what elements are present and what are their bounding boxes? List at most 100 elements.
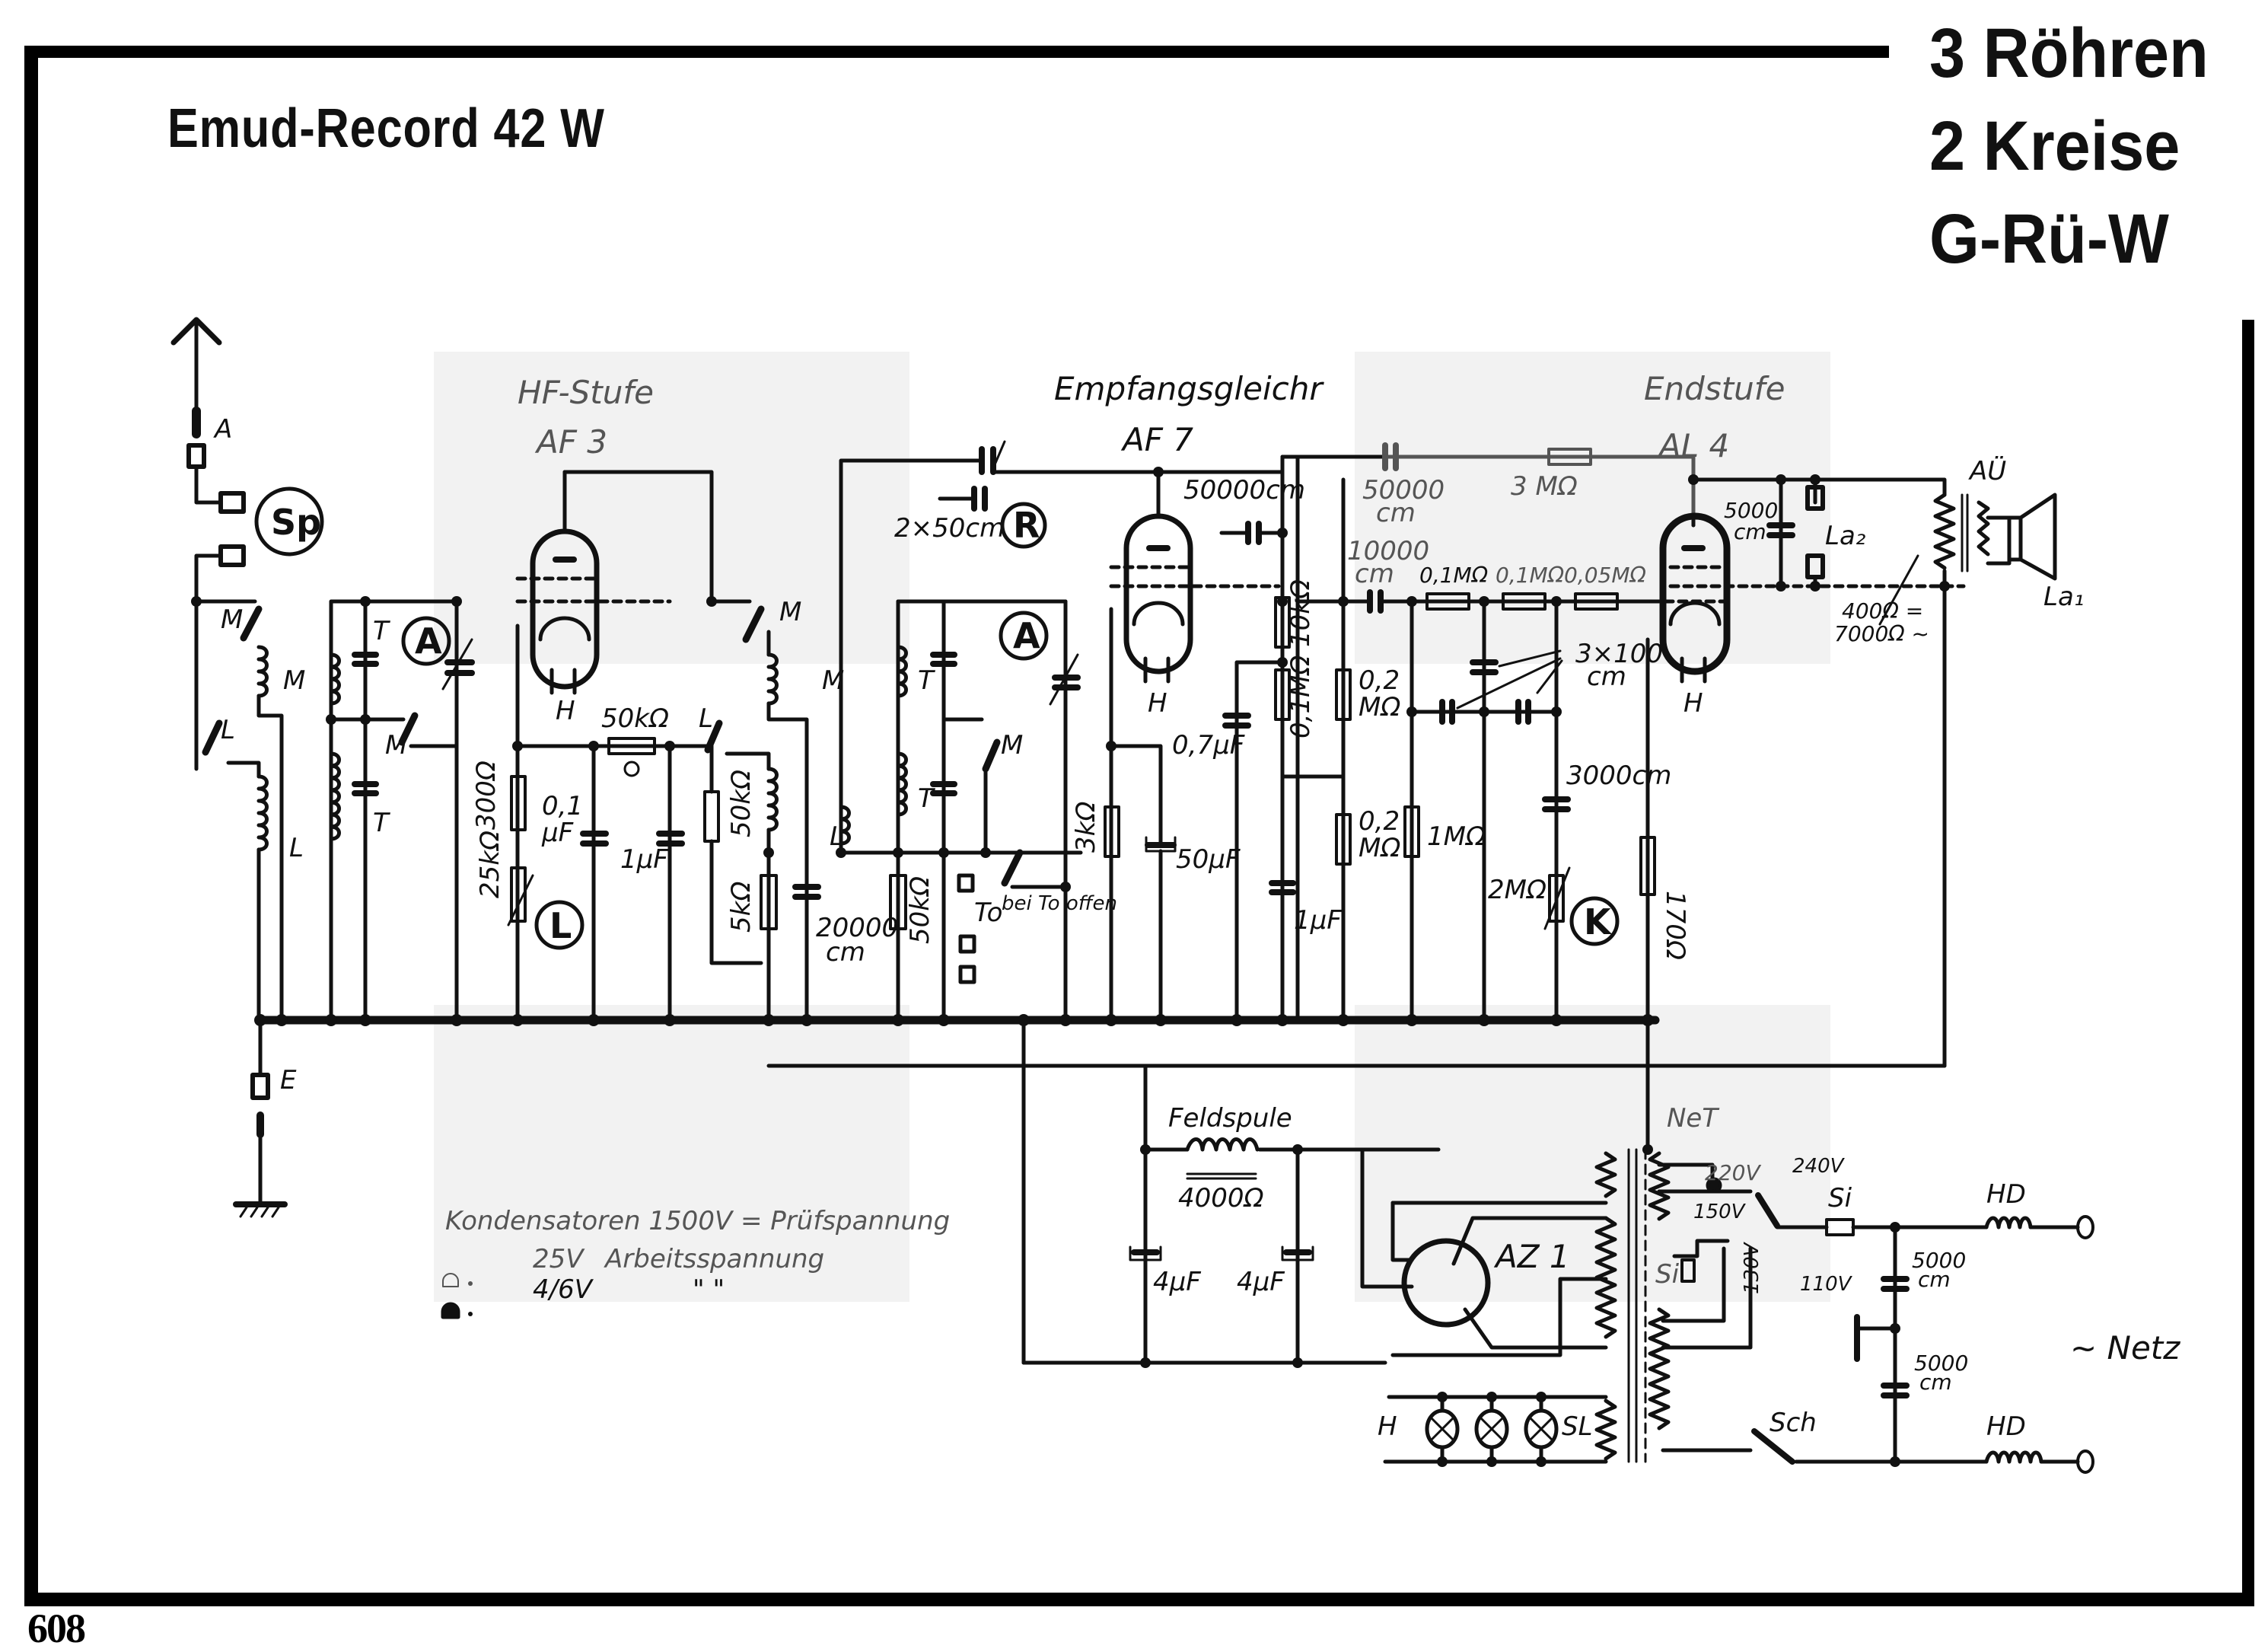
control-a2-label: A xyxy=(1013,615,1040,656)
control-a2-circle xyxy=(999,611,1049,661)
c-4uf-b-label: 4μF xyxy=(1237,1267,1285,1297)
c-10000-unit: cm xyxy=(1355,559,1394,589)
c-5000-b-unit: cm xyxy=(1919,1370,1952,1395)
r-005m-label: 0,05MΩ xyxy=(1564,563,1647,588)
watermark-block xyxy=(1355,352,1830,664)
c-5000-a-unit: cm xyxy=(1918,1267,1951,1292)
la2-label: La₂ xyxy=(1825,521,1866,551)
mains-switch-label: Sch xyxy=(1769,1408,1817,1438)
detector-input-circuit xyxy=(839,440,1152,1022)
control-k-label: K xyxy=(1584,901,1613,942)
c-4uf-a-label: 4μF xyxy=(1153,1267,1201,1297)
lamp-icon xyxy=(1524,1408,1559,1449)
voltage-130-label: 130V xyxy=(1741,1241,1763,1294)
legend-25v-value: 25V xyxy=(533,1244,585,1274)
fuse-a-label: Si xyxy=(1828,1183,1852,1213)
stage-hf-name: HF-Stufe xyxy=(518,374,654,411)
hd-b-label: HD xyxy=(1986,1411,2026,1442)
impedance-dc-label: 400Ω = xyxy=(1842,598,1923,623)
scale-lamp-label: SL xyxy=(1562,1411,1593,1442)
c-07uf-label: 0,7μF xyxy=(1172,730,1245,761)
feldspule-resistance: 4000Ω xyxy=(1178,1183,1264,1213)
spec-tubes: 3 Röhren xyxy=(1929,14,2209,92)
legend-46v-ditto: " " xyxy=(693,1274,725,1305)
c-01uf-unit: μF xyxy=(541,818,574,848)
voltage-150-label: 150V xyxy=(1693,1201,1747,1223)
control-l-label: L xyxy=(549,905,572,946)
frame-border-left xyxy=(24,46,38,1605)
voltage-110-label: 110V xyxy=(1800,1273,1853,1296)
fuse-b-label: Si xyxy=(1655,1259,1680,1290)
c-2x50-label: 2×50cm xyxy=(894,513,1005,544)
stage-output-name: Endstufe xyxy=(1644,370,1785,407)
sp-marker-icon xyxy=(254,486,324,557)
frame-border-top xyxy=(24,46,1889,58)
r-300-label: 300Ω xyxy=(471,761,502,830)
voltage-240-label: 240V xyxy=(1792,1155,1846,1178)
ground-icon xyxy=(233,1201,288,1218)
switch-label-m2: M xyxy=(385,730,407,761)
r-50k-a-label: 50kΩ xyxy=(601,703,669,734)
lamp-icon xyxy=(1425,1408,1460,1449)
control-l-circle xyxy=(534,900,585,950)
heater-label-ps: H xyxy=(1378,1411,1397,1442)
stage-detector-name: Empfangsgleichr xyxy=(1054,370,1324,407)
second-coil-bank xyxy=(704,599,821,1022)
junction-dots xyxy=(191,467,1950,1467)
r-02m-a-unit: MΩ xyxy=(1359,692,1400,722)
r-50k-c-label: 50kΩ xyxy=(905,876,935,944)
c-1uf-a-label: 1μF xyxy=(620,844,668,875)
au-label: AÜ xyxy=(1968,455,2006,486)
speaker-icon xyxy=(1986,493,2057,581)
trimmer-label-t2: T xyxy=(373,808,390,838)
to-label: To xyxy=(974,898,1002,928)
switch-label-m3: M xyxy=(779,597,801,627)
hd-a-label: HD xyxy=(1986,1179,2026,1210)
first-tuned-circuit xyxy=(329,599,475,1022)
control-k-circle xyxy=(1569,896,1620,946)
coil-label-l: L xyxy=(289,833,304,863)
c-3x100-unit: cm xyxy=(1587,662,1626,692)
switch-label-m5: M xyxy=(1001,730,1023,761)
impedance-ac-label: 7000Ω ~ xyxy=(1834,621,1929,646)
spec-type: G-Rü-W xyxy=(1929,200,2169,278)
stage-hf-tube: AF 3 xyxy=(534,423,607,461)
net-transformer-label: NeT xyxy=(1667,1103,1719,1134)
r-01m-a-label: 0,1MΩ xyxy=(1419,563,1489,588)
c-01uf-label: 0,1 xyxy=(542,791,583,821)
switch-label-l2: L xyxy=(699,703,713,734)
control-a1-label: A xyxy=(415,620,442,662)
tone-network xyxy=(1341,589,1654,1022)
r-02m-a-label: 0,2 xyxy=(1359,665,1400,696)
c-5000-out-unit: cm xyxy=(1734,519,1766,544)
r-01m-b-label: 0,1MΩ xyxy=(1496,563,1565,588)
c-1uf-b-label: 1μF xyxy=(1294,905,1342,936)
heater-label-af3: H xyxy=(556,696,575,726)
af3-cathode-network xyxy=(507,737,763,1022)
antenna-label: A xyxy=(213,414,232,445)
trimmer-label-t3: T xyxy=(918,665,935,696)
legend-25v-text: Arbeitsspannung xyxy=(604,1244,824,1274)
heater-label-af7: H xyxy=(1148,688,1167,719)
r-01m-c-label: 0,1MΩ xyxy=(1285,655,1316,738)
c-5000-a-label: 5000 xyxy=(1912,1248,1966,1273)
feldspule-label: Feldspule xyxy=(1168,1103,1292,1134)
output-stage-network xyxy=(1691,477,1990,1068)
frame-border-bottom xyxy=(24,1593,2254,1606)
r-02m-b-label: 0,2 xyxy=(1359,806,1400,837)
sp-label: Sp xyxy=(271,502,321,543)
c-10000-label: 10000 xyxy=(1347,536,1429,566)
tube-af3-icon xyxy=(515,470,714,1022)
trimmer-label-t1: T xyxy=(373,616,390,646)
lamp-icon xyxy=(1474,1408,1509,1449)
r-5k-label: 5kΩ xyxy=(726,882,757,933)
c-3000-label: 3000cm xyxy=(1566,761,1671,791)
c-20000-label: 20000 xyxy=(816,913,898,943)
r-50k-b-label: 50kΩ xyxy=(726,770,757,837)
r-3m-label: 3 MΩ xyxy=(1511,471,1578,502)
earth-terminal-icon xyxy=(250,1018,270,1205)
c-50000-af7-label: 50000cm xyxy=(1183,475,1305,505)
r-3k-label: 3kΩ xyxy=(1071,802,1101,853)
trimmer-label-t4: T xyxy=(918,783,935,814)
